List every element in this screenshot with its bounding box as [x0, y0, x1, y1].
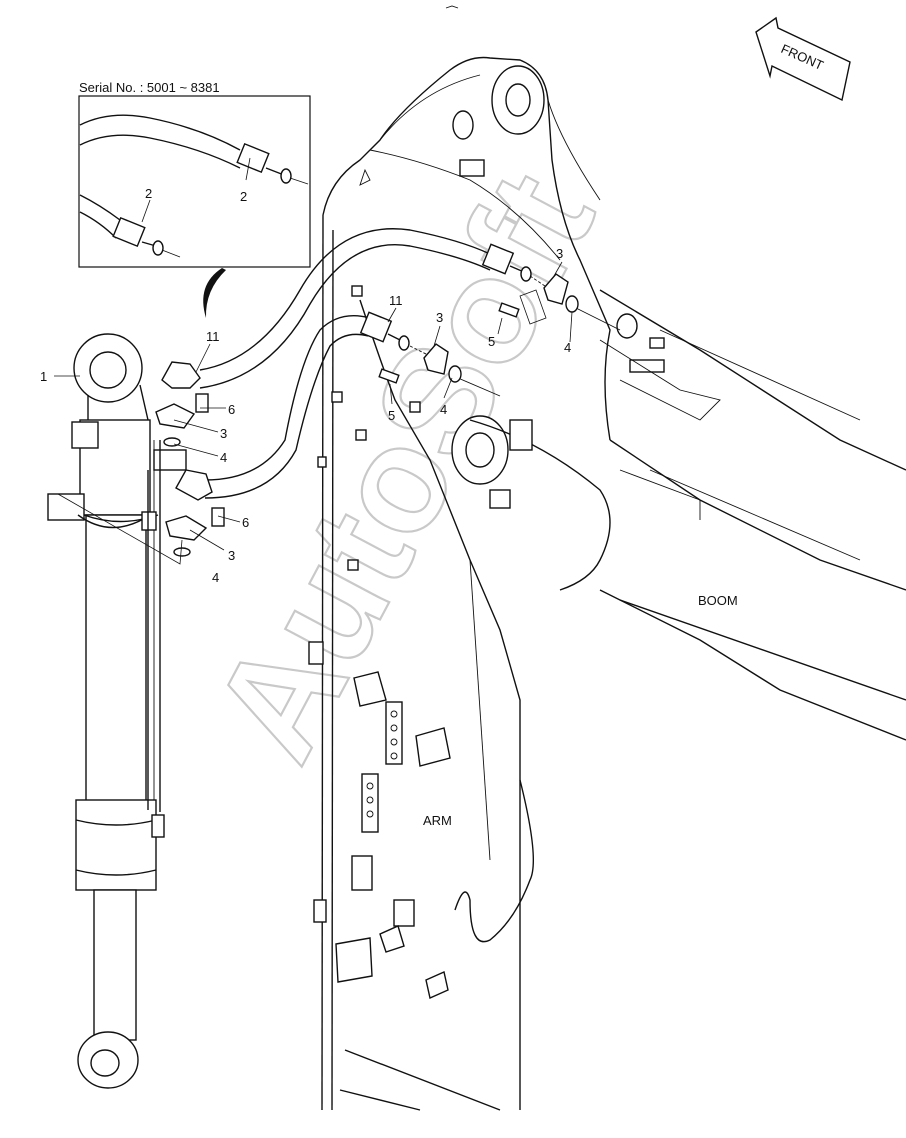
callout-11-left: 11 [206, 329, 220, 344]
callout-4-right: 4 [564, 340, 571, 355]
callout-3-left-lower: 3 [228, 548, 235, 563]
callouts: 1 11 11 3 3 3 3 4 4 4 4 5 5 6 6 [40, 246, 571, 585]
leader-lines [54, 261, 573, 565]
callout-5-right: 5 [488, 334, 495, 349]
callout-3-top: 3 [556, 246, 563, 261]
arm-cylinder [47, 333, 165, 1089]
callout-3-mid: 3 [436, 310, 443, 325]
inset-pointer [203, 268, 226, 318]
front-arrow: FRONT [755, 16, 851, 102]
top-mark [445, 5, 459, 9]
callout-2-upper: 2 [240, 189, 247, 204]
serial-range-label: Serial No. : 5001 ~ 8381 [79, 80, 220, 95]
callout-4-left-lower: 4 [212, 570, 219, 585]
callout-6-upper: 6 [228, 402, 235, 417]
arm-label: ARM [423, 813, 452, 828]
callout-1: 1 [40, 369, 47, 384]
serial-inset [78, 95, 311, 268]
callout-2-lower: 2 [145, 186, 152, 201]
callout-4-left-upper: 4 [220, 450, 227, 465]
cylinder-fittings [147, 361, 225, 812]
callout-5-mid: 5 [388, 408, 395, 423]
hydraulic-hoses [199, 228, 621, 499]
callout-11-mid: 11 [389, 293, 403, 308]
callout-3-left-upper: 3 [220, 426, 227, 441]
callout-4-mid: 4 [440, 402, 447, 417]
boom-label: BOOM [698, 593, 738, 608]
callout-6-lower: 6 [242, 515, 249, 530]
